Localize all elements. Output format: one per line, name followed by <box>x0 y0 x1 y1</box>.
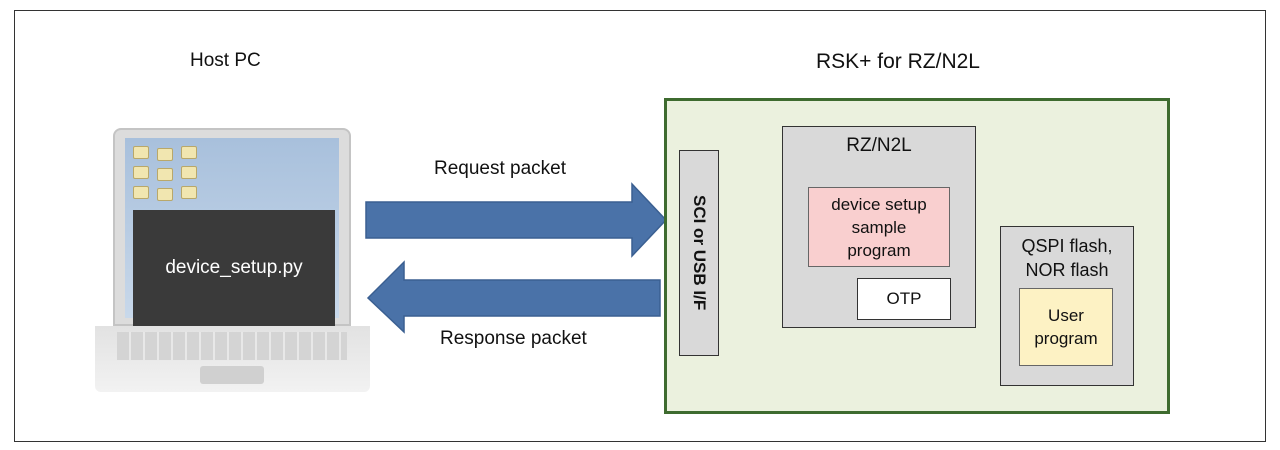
desktop-icon <box>133 186 149 199</box>
script-window: device_setup.py <box>133 210 335 326</box>
interface-label: SCI or USB I/F <box>690 195 709 311</box>
desktop-icon <box>157 188 173 201</box>
response-packet-label: Response packet <box>440 328 587 349</box>
user-program-label: User program <box>1034 306 1098 348</box>
trackpad <box>200 366 264 384</box>
request-packet-label: Request packet <box>434 158 567 179</box>
desktop-icon <box>157 148 173 161</box>
chip-title: RZ/N2L <box>846 135 912 156</box>
diagram-frame <box>14 10 1266 442</box>
script-name: device_setup.py <box>165 257 303 278</box>
otp-label: OTP <box>886 289 922 308</box>
laptop-keyboard-base <box>95 326 370 392</box>
device-setup-program-label: device setup sample program <box>831 194 927 260</box>
interface-block: SCI or USB I/F <box>679 150 719 356</box>
flash-title: QSPI flash, NOR flash <box>1021 236 1113 280</box>
otp-block: OTP <box>857 278 951 320</box>
desktop-icon <box>181 186 197 199</box>
desktop-icon <box>157 168 173 181</box>
desktop-icon <box>133 146 149 159</box>
device-setup-program-block: device setup sample program <box>808 187 950 267</box>
request-arrow-icon <box>365 182 668 258</box>
desktop-icon <box>181 146 197 159</box>
board-title: RSK+ for RZ/N2L <box>816 50 980 73</box>
desktop-icon <box>133 166 149 179</box>
keyboard-keys <box>117 332 347 360</box>
host-pc-label: Host PC <box>190 50 261 71</box>
packet-arrows <box>365 182 668 334</box>
user-program-block: User program <box>1019 288 1113 366</box>
response-arrow-icon <box>366 260 661 334</box>
desktop-icon <box>181 166 197 179</box>
